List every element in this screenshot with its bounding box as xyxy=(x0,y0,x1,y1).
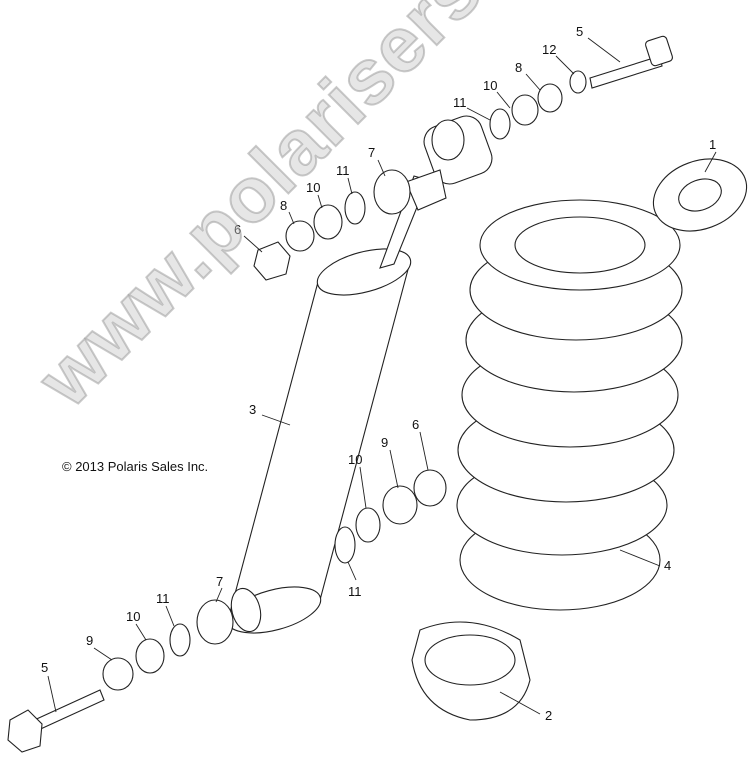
callout: 5 xyxy=(41,660,48,675)
callout: 5 xyxy=(576,24,583,39)
copyright-text: © 2013 Polaris Sales Inc. xyxy=(62,459,209,474)
callout: 9 xyxy=(86,633,93,648)
callout: 11 xyxy=(348,584,362,599)
callout: 8 xyxy=(280,198,287,213)
callout: 11 xyxy=(156,591,170,606)
spring-retainer-top xyxy=(652,158,748,232)
bolt-bottom xyxy=(7,689,105,753)
callout: 3 xyxy=(249,402,256,417)
spring-retainer-bottom xyxy=(411,621,531,721)
shock-absorber xyxy=(226,115,493,634)
callout: 4 xyxy=(664,558,671,573)
callout: 10 xyxy=(306,180,320,195)
small-parts xyxy=(102,70,587,691)
leader-lines xyxy=(47,37,717,715)
callout: 8 xyxy=(515,60,522,75)
callout: 10 xyxy=(126,609,140,624)
callout: 2 xyxy=(545,708,552,723)
callout: 10 xyxy=(348,452,362,467)
coil-spring xyxy=(456,199,683,611)
callout: 7 xyxy=(216,574,223,589)
bolt-top xyxy=(589,35,673,89)
callout: 11 xyxy=(453,95,467,110)
callout: 1 xyxy=(709,137,716,152)
callouts: 5 12 8 10 11 1 7 11 10 8 6 3 6 9 10 4 11… xyxy=(41,24,716,723)
callout: 10 xyxy=(483,78,497,93)
callout: 9 xyxy=(381,435,388,450)
callout: 6 xyxy=(234,222,241,237)
callout: 11 xyxy=(336,163,350,178)
callout: 6 xyxy=(412,417,419,432)
callout: 12 xyxy=(542,42,556,57)
callout: 7 xyxy=(368,145,375,160)
